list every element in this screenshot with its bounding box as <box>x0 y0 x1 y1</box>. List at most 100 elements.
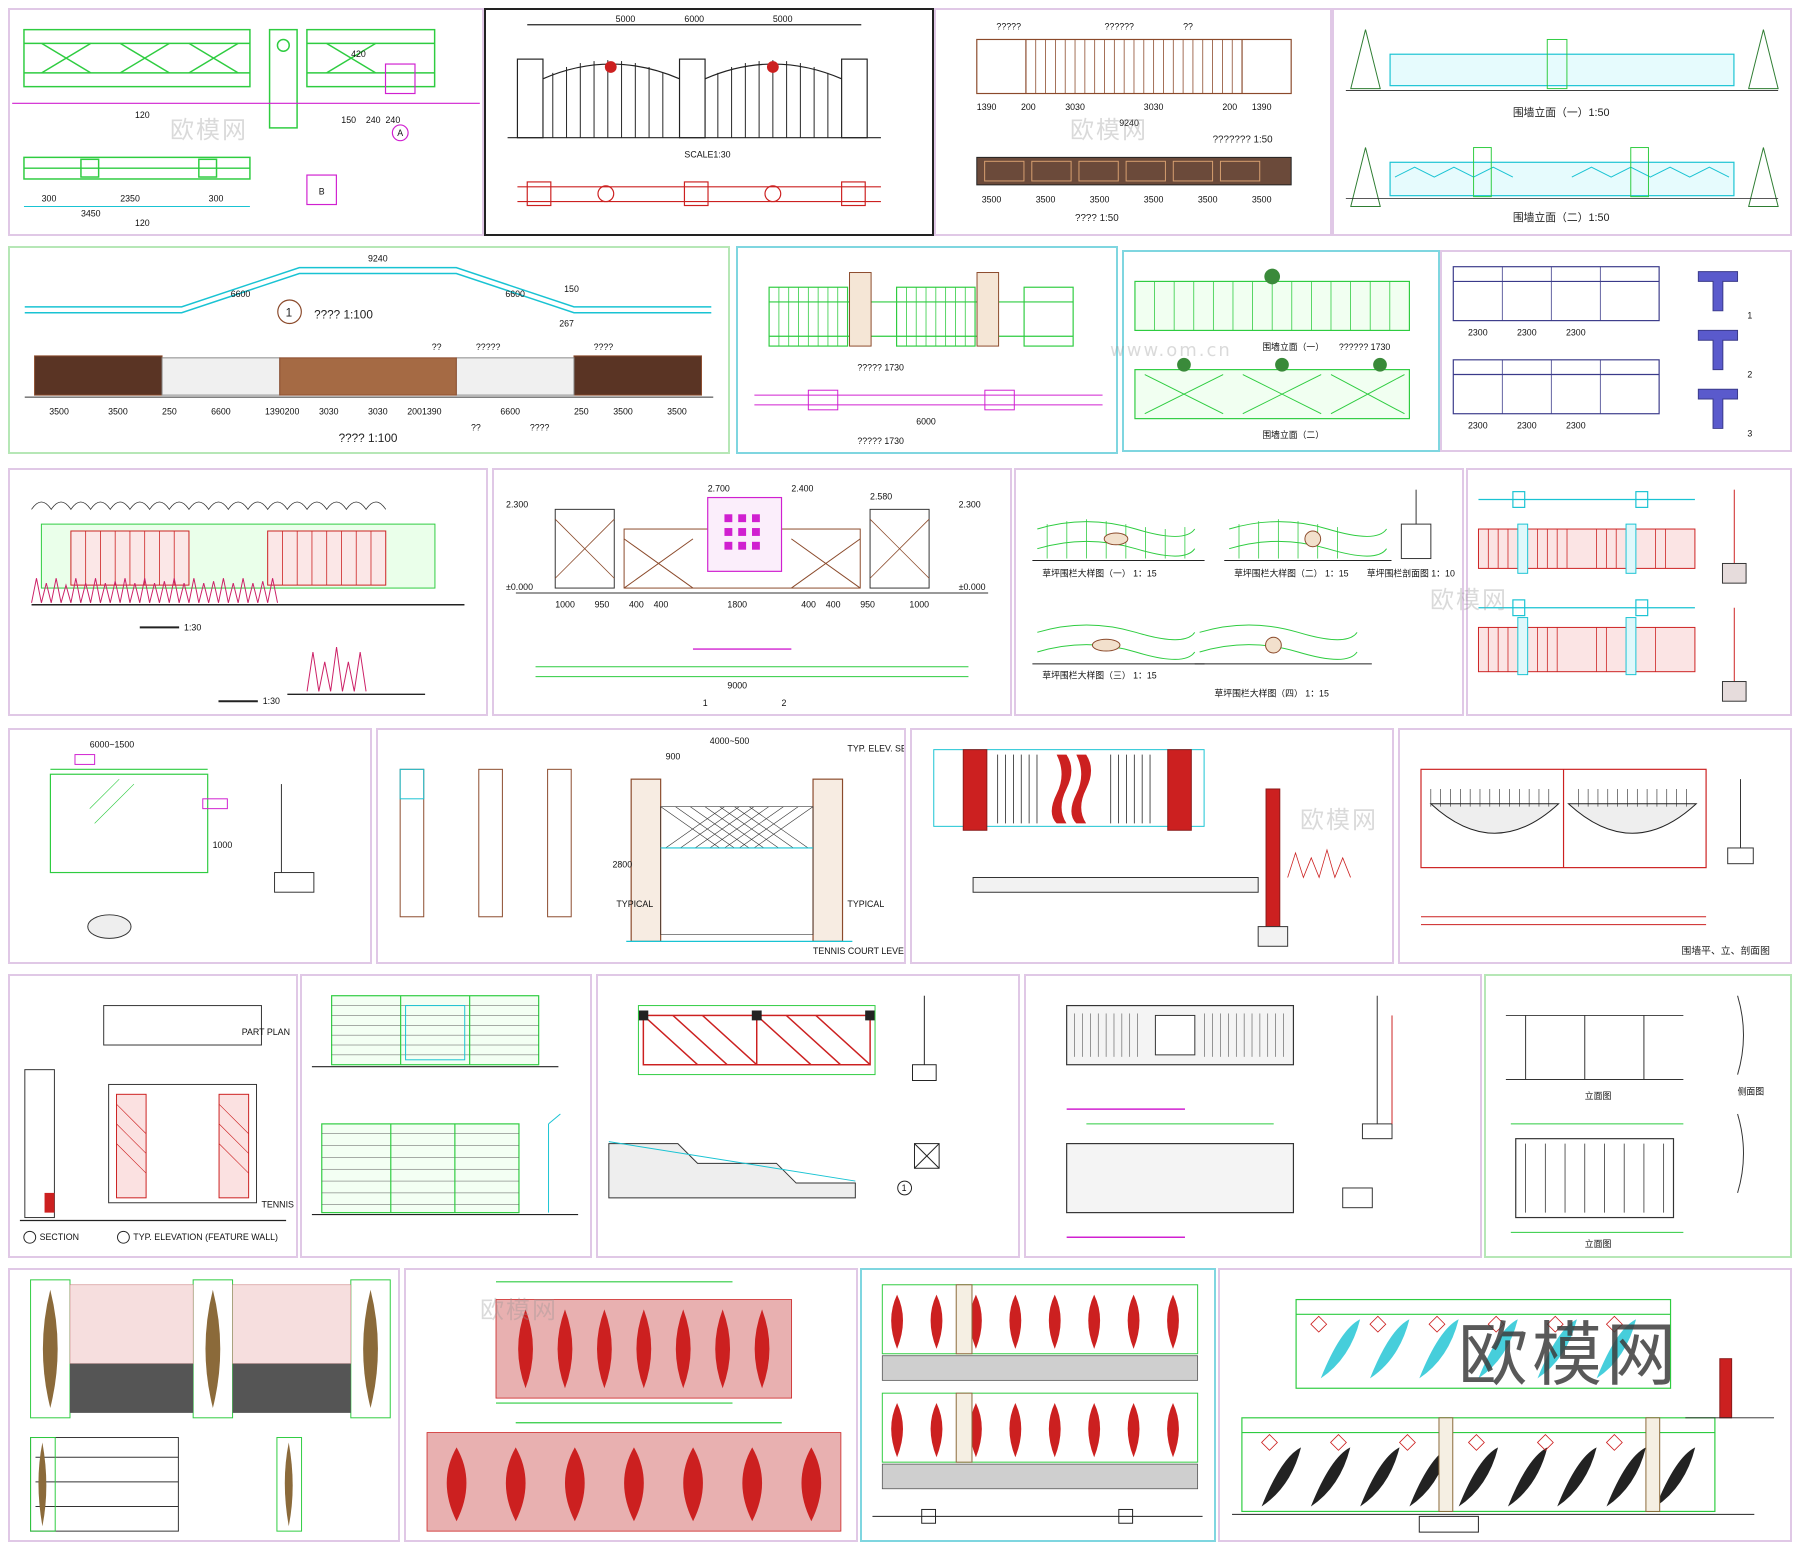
dim-b-6600a: 6600 <box>211 407 231 417</box>
qmark-3: ?? <box>1183 22 1193 32</box>
lvl-2400: 2.400 <box>791 484 813 494</box>
drawing-glass-railing: 6000~1500 1000 <box>49 740 315 939</box>
title-section-a: ????? 1730 <box>857 363 904 373</box>
drawing-brick-pier <box>933 749 1351 947</box>
lvl-2700: 2.700 <box>708 484 730 494</box>
marker-circle-1 <box>277 299 302 325</box>
dim-3500a: 3500 <box>982 195 1002 205</box>
drawing-gate-levels: 2.300 2.700 2.400 2.580 2.300 ±0.000 ±0.… <box>506 484 989 708</box>
panel-green-fence-section: ????? 1730 6000 ????? 1730 <box>736 246 1118 454</box>
marker-blue-2: 2 <box>1747 369 1752 379</box>
note-typ-elev: TYP. ELEV. SEE DETAIL <box>847 744 904 754</box>
drawing-planted-wall: 1:30 1:30 <box>31 501 465 706</box>
dim-300b: 300 <box>209 194 224 204</box>
qmark-d: ?? <box>471 422 481 432</box>
title-section-b: ????? 1730 <box>857 436 904 446</box>
dim-3500c: 3500 <box>1090 195 1110 205</box>
dim-200b: 200 <box>1222 102 1237 112</box>
dim-3030b: 3030 <box>1144 102 1164 112</box>
dim-b-6600b: 6600 <box>500 407 520 417</box>
title-wall-elev-1: 围墙立面（一）1:50 <box>1513 105 1610 119</box>
title-lawn-2: 草坪围栏大样图（二） 1：15 <box>1234 567 1349 578</box>
panel-brick-pier-fence <box>910 728 1394 964</box>
panel-tennis-court-fence: 4000~500 900 2800 TYP. ELEV. SEE DETAIL … <box>376 728 906 964</box>
dim-3500d: 3500 <box>1144 195 1164 205</box>
dim-6000: 6000 <box>684 14 704 24</box>
dim-blue-2300e: 2300 <box>1517 420 1537 430</box>
dimb-1000a: 1000 <box>555 600 575 610</box>
dim-420: 420 <box>351 49 366 59</box>
marker-a: A <box>397 128 403 138</box>
dim-blue-2300b: 2300 <box>1517 327 1537 337</box>
title-green-elev-3: ?????? 1730 <box>1339 342 1391 352</box>
note-typical-b: TYPICAL <box>847 899 884 909</box>
dim-tennis-900: 900 <box>666 751 681 761</box>
dimb-400c: 400 <box>801 600 816 610</box>
dimb-950a: 950 <box>595 600 610 610</box>
dim-blue-2300c: 2300 <box>1566 327 1586 337</box>
dim-total-9000: 9000 <box>727 680 747 690</box>
panel-planted-wall: 1:30 1:30 <box>8 468 488 716</box>
dim-150-top: 150 <box>564 284 579 294</box>
dim-tennis-2800: 2800 <box>612 860 632 870</box>
dim-b-3500c: 3500 <box>613 407 633 417</box>
panel-leaf-panels <box>404 1268 858 1542</box>
dim-b-2001390: 2001390 <box>407 407 441 417</box>
lvl-0b: ±0.000 <box>959 582 986 592</box>
title-lawn-3: 草坪围栏大样图（三） 1：15 <box>1042 670 1157 681</box>
panel-steel-railing-elevations: 立面图 侧面图 立面图 <box>1484 974 1792 1258</box>
dim-6600a-top: 6600 <box>231 289 251 299</box>
panel-feature-wall: PART PLAN SECTION TYP. ELEVATION (FEATUR… <box>8 974 298 1258</box>
drawing-wall-plan-section: 围墙平、立、剖面图 <box>1420 768 1770 957</box>
title-green-elev-2: 围墙立面（二） <box>1262 429 1324 440</box>
dim-3500f: 3500 <box>1252 195 1272 205</box>
marker-1: 1 <box>286 307 293 320</box>
note-part-plan: PART PLAN <box>242 1027 290 1037</box>
dimb-400a: 400 <box>629 600 644 610</box>
dim-blue-2300f: 2300 <box>1566 420 1586 430</box>
dim-b-250a: 250 <box>162 407 177 417</box>
panel-lawn-fence-details: 草坪围栏大样图（一） 1：15 草坪围栏大样图（二） 1：15 草坪围栏大样图（… <box>1014 468 1464 716</box>
dim-3030a: 3030 <box>1065 102 1085 112</box>
dim-3500e: 3500 <box>1198 195 1218 205</box>
note-typ-elevation: TYP. ELEVATION (FEATURE WALL) <box>133 1232 278 1242</box>
qmark-b: ????? <box>476 342 501 352</box>
drawing-leaf-fence-stone <box>872 1284 1203 1524</box>
lvl-0a: ±0.000 <box>506 582 533 592</box>
drawing-mesh-fence <box>311 995 579 1216</box>
drawing-long-wall: 1 ???? 1:100 9240 6600 6600 150 267 3500… <box>24 254 714 445</box>
dim-300a: 300 <box>42 194 57 204</box>
drawing-wall-elevations: 围墙立面（一）1:50 围墙立面（二）1:50 <box>1345 29 1779 224</box>
dimb-400d: 400 <box>826 600 841 610</box>
scale-planted-1: 1:30 <box>184 622 201 632</box>
panel-iron-gate-elevation: 5000 6000 5000 SCALE1:30 <box>484 8 934 236</box>
drawing-blue-fence: 2300 2300 2300 2300 2300 2300 1 2 3 <box>1452 266 1752 438</box>
dimb-1000b: 1000 <box>909 600 929 610</box>
dim-3450: 3450 <box>81 208 101 218</box>
dim-120a: 120 <box>135 110 150 120</box>
panel-panel-railing-details <box>1024 974 1482 1258</box>
qmark-1: ????? <box>996 22 1021 32</box>
title-wall-plan-elev-section: 围墙平、立、剖面图 <box>1682 944 1770 957</box>
panel-long-wall-plan: 1 ???? 1:100 9240 6600 6600 150 267 3500… <box>8 246 730 454</box>
note-tennis-level: TENNIS COURT LEVEL <box>813 946 904 956</box>
drawing-steel-railing: 立面图 侧面图 立面图 <box>1505 995 1764 1249</box>
title-elevation-1-50: ??????? 1:50 <box>1213 135 1274 146</box>
note-tennis-level-2: TENNIS COURT LEVEL <box>261 1200 296 1210</box>
qmark-e: ???? <box>530 422 550 432</box>
dim-b-250b: 250 <box>574 407 589 417</box>
dimb-950b: 950 <box>860 600 875 610</box>
dim-tennis-span: 4000~500 <box>710 736 750 746</box>
panel-mesh-fence <box>300 974 592 1258</box>
dim-1390b: 1390 <box>1252 102 1272 112</box>
dim-6600b-top: 6600 <box>505 289 525 299</box>
panel-iron-fence-plan: 3450 2350 300 300 120 120 420 240 150 24… <box>8 8 484 236</box>
title-green-elev-1: 围墙立面（一） <box>1262 341 1324 352</box>
drawing-red-railing <box>1477 489 1747 702</box>
dim-1390a: 1390 <box>977 102 997 112</box>
dim-b-3500b: 3500 <box>108 407 128 417</box>
drawing-stone-wall <box>30 1279 391 1532</box>
panel-red-frame-railing: 1 <box>596 974 1020 1258</box>
dim-240b: 240 <box>386 115 401 125</box>
drawing-iron-fence-plan: 3450 2350 300 300 120 120 420 240 150 24… <box>12 28 480 228</box>
